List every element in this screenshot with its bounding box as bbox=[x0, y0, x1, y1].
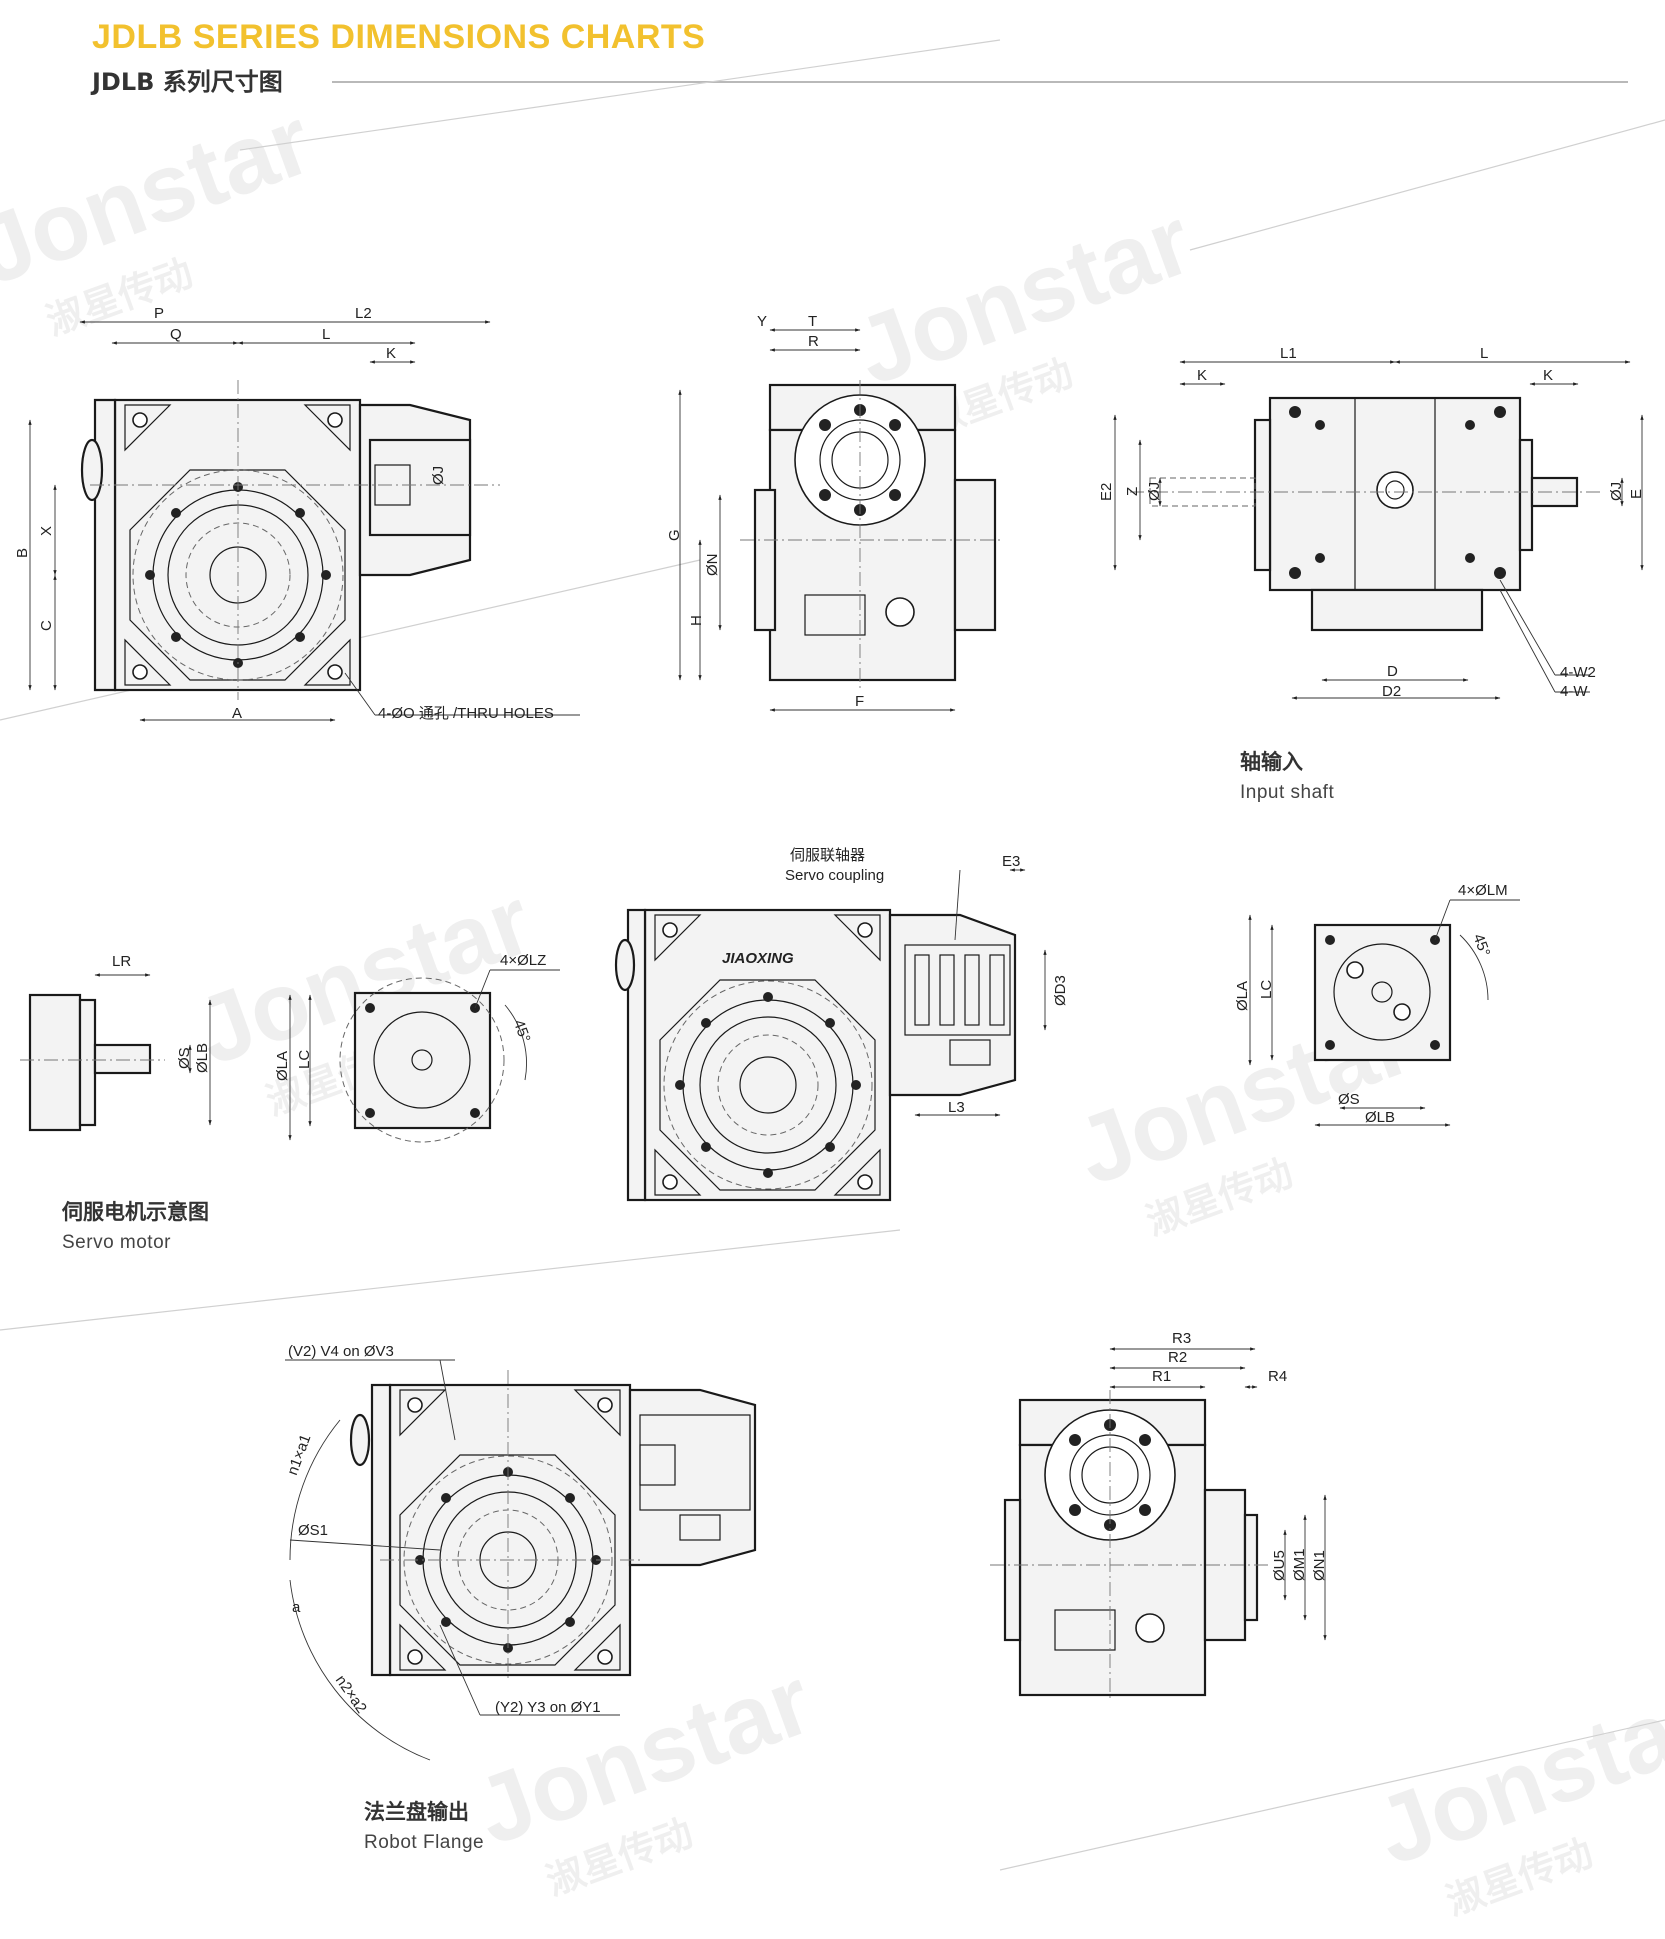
side-view: Y T R G ØN H F bbox=[666, 313, 1000, 712]
page-title: JDLB SERIES DIMENSIONS CHARTS bbox=[92, 18, 706, 56]
dim-label: G bbox=[666, 529, 683, 541]
dim-label: 45° bbox=[510, 1018, 534, 1045]
input-flange-view: 4×ØLM 45° ØLA LC ØS ØLB bbox=[1234, 882, 1520, 1127]
dim-label: E bbox=[1628, 489, 1645, 499]
dim-label: ØN1 bbox=[1311, 1550, 1328, 1581]
dim-label: L2 bbox=[355, 305, 372, 322]
coupling-view: JIAOXING 伺服联轴器 Servo coupling E3 ØD3 L3 bbox=[614, 847, 1069, 1202]
dim-label: ØU5 bbox=[1271, 1550, 1288, 1581]
dim-label: K bbox=[1197, 367, 1207, 384]
dim-label: R2 bbox=[1168, 1349, 1187, 1366]
dim-label: D bbox=[1387, 663, 1398, 680]
dim-label: 45° bbox=[1469, 932, 1493, 959]
dim-label: (V2) V4 on ØV3 bbox=[288, 1343, 394, 1360]
dim-label: Z bbox=[1124, 487, 1141, 496]
dim-label: H bbox=[688, 615, 705, 626]
dim-label: R3 bbox=[1172, 1330, 1191, 1347]
dim-label: R4 bbox=[1268, 1368, 1287, 1385]
title-divider bbox=[332, 81, 1628, 83]
caption-input-shaft-en: Input shaft bbox=[1240, 782, 1335, 803]
dim-label: ØS bbox=[1338, 1091, 1360, 1108]
dim-label: L bbox=[322, 326, 330, 343]
dim-label: A bbox=[232, 705, 242, 722]
top-view: L1 L K K E2 Z ØJ ØJ E D D2 4-W2 4-W bbox=[1098, 345, 1645, 700]
caption-servo-motor-en: Servo motor bbox=[62, 1232, 171, 1253]
brand-label: JIAOXING bbox=[722, 950, 794, 967]
caption-robot-flange-cn: 法兰盘输出 bbox=[364, 1800, 469, 1824]
caption-input-shaft: 轴输入 Input shaft bbox=[1240, 746, 1334, 804]
dim-label: ØS1 bbox=[298, 1522, 328, 1539]
dim-label: R bbox=[808, 333, 819, 350]
dim-label: ØLA bbox=[1234, 981, 1251, 1011]
dim-label: ØJ bbox=[430, 466, 447, 485]
dim-label: LC bbox=[296, 1050, 313, 1069]
dim-label: a bbox=[292, 1599, 301, 1616]
dim-label: K bbox=[1543, 367, 1553, 384]
drawings-canvas: .body { fill:#f3f3f3; stroke:#1a1a1a; st… bbox=[0, 39, 1665, 1871]
dim-label: E3 bbox=[1002, 853, 1020, 870]
caption-robot-flange: 法兰盘输出 Robot Flange bbox=[364, 1796, 484, 1854]
coupling-label-en: Servo coupling bbox=[785, 867, 884, 884]
servo-motor-view: LR ØS ØLB 4×ØLZ 45° ØLA LC bbox=[20, 952, 560, 1143]
dim-label: ØLB bbox=[1365, 1109, 1395, 1126]
dim-label: L3 bbox=[948, 1099, 965, 1116]
holes-note: 4-ØO 通孔 /THRU HOLES bbox=[378, 705, 554, 722]
dim-label: ØN bbox=[704, 554, 721, 577]
dim-label: 4-W2 bbox=[1560, 664, 1596, 681]
dim-label: ØLA bbox=[274, 1051, 291, 1081]
robot-flange-view: (V2) V4 on ØV3 n1×a1 ØS1 a n2×a2 (Y2) Y3… bbox=[284, 1343, 757, 1761]
page-subtitle: JDLB 系列尺寸图 bbox=[92, 68, 283, 96]
output-side-view: R3 R2 R1 R4 ØU5 ØM1 ØN1 bbox=[990, 1330, 1328, 1700]
dim-label: ØJ bbox=[1608, 482, 1625, 501]
caption-robot-flange-en: Robot Flange bbox=[364, 1832, 485, 1853]
dim-label: 4×ØLM bbox=[1458, 882, 1508, 899]
dim-label: n2×a2 bbox=[332, 1672, 370, 1716]
dim-label: 4-W bbox=[1560, 683, 1588, 700]
dim-label: X bbox=[38, 526, 55, 536]
dim-label: C bbox=[38, 620, 55, 631]
dim-label: ØD3 bbox=[1052, 975, 1069, 1006]
dim-label: B bbox=[14, 548, 31, 558]
dim-label: ØJ bbox=[1146, 482, 1163, 501]
dim-label: L bbox=[1480, 345, 1488, 362]
dim-label: 4×ØLZ bbox=[500, 952, 546, 969]
dim-label: L1 bbox=[1280, 345, 1297, 362]
coupling-label-cn: 伺服联轴器 bbox=[790, 847, 865, 864]
caption-servo-motor-cn: 伺服电机示意图 bbox=[62, 1200, 209, 1224]
caption-servo-motor: 伺服电机示意图 Servo motor bbox=[62, 1196, 209, 1254]
front-view: P L2 Q L K ØJ B X C A 4-ØO 通孔 /THRU HOLE… bbox=[14, 305, 580, 722]
dim-label: (Y2) Y3 on ØY1 bbox=[495, 1699, 601, 1716]
dim-label: ØS bbox=[176, 1047, 193, 1069]
dim-label: R1 bbox=[1152, 1368, 1171, 1385]
dim-label: Q bbox=[170, 326, 182, 343]
dim-label: T bbox=[808, 313, 817, 330]
dim-label: Y bbox=[757, 313, 767, 330]
dim-label: n1×a1 bbox=[284, 1432, 314, 1477]
dim-label: P bbox=[154, 305, 164, 322]
dim-label: ØLB bbox=[194, 1043, 211, 1073]
dim-label: LR bbox=[112, 953, 131, 970]
dim-label: E2 bbox=[1098, 483, 1115, 501]
dim-label: D2 bbox=[1382, 683, 1401, 700]
caption-input-shaft-cn: 轴输入 bbox=[1240, 750, 1303, 774]
dim-label: F bbox=[855, 693, 864, 710]
dim-label: LC bbox=[1258, 980, 1275, 999]
dim-label: ØM1 bbox=[1291, 1548, 1308, 1581]
dim-label: K bbox=[386, 345, 396, 362]
